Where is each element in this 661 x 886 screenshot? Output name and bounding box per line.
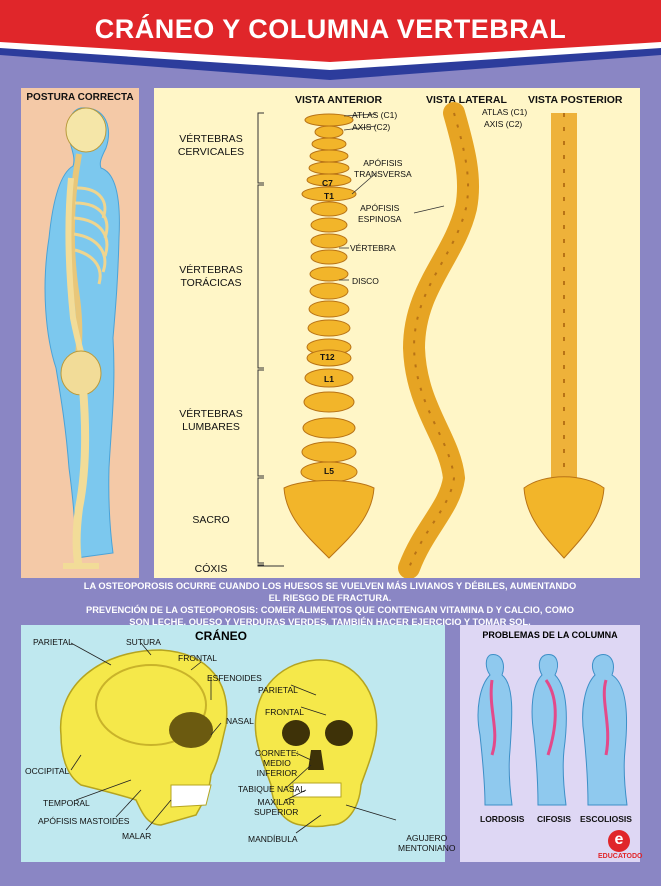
posture-title: POSTURA CORRECTA xyxy=(26,92,134,103)
region-coccyx-label: CÓXIS xyxy=(194,563,228,575)
label-vertebra: VÉRTEBRA xyxy=(350,243,396,253)
tag-t12: T12 xyxy=(320,352,335,362)
spine-illustrations xyxy=(257,102,605,578)
view-lateral-title: VISTA LATERAL xyxy=(426,94,507,106)
label-disco: DISCO xyxy=(352,276,379,286)
skull-title: CRÁNEO xyxy=(195,629,248,643)
problem-escoliosis: ESCOLIOSIS xyxy=(580,814,632,824)
info-line: SON LECHE, QUESO Y VERDURAS VERDES, TAMB… xyxy=(129,617,531,627)
label-occipital: OCCIPITAL xyxy=(25,766,70,776)
problems-title: PROBLEMAS DE LA COLUMNA xyxy=(482,630,618,640)
label-atlas-lateral: ATLAS (C1) xyxy=(482,107,528,117)
label-axis: AXIS (C2) xyxy=(352,122,391,132)
header-banner xyxy=(0,0,661,80)
tag-l5: L5 xyxy=(324,466,334,476)
region-sacrum-label: SACRO xyxy=(192,514,230,526)
osteoporosis-info: LA OSTEOPOROSIS OCURRE CUANDO LOS HUESOS… xyxy=(20,580,640,628)
problem-lordosis: LORDOSIS xyxy=(480,814,525,824)
problem-cifosis: CIFOSIS xyxy=(537,814,572,824)
view-posterior-title: VISTA POSTERIOR xyxy=(528,94,623,106)
label-maxilar-superior: MAXILAR SUPERIOR xyxy=(254,797,299,817)
spine-problems-figures xyxy=(477,654,628,806)
region-lumbar-label: VÉRTEBRAS LUMBARES xyxy=(179,408,243,433)
skull-illustrations xyxy=(59,642,397,834)
tag-c7: C7 xyxy=(322,178,333,188)
page-title: CRÁNEO Y COLUMNA VERTEBRAL xyxy=(94,14,567,44)
label-apofisis-mastoides: APÓFISIS MASTOIDES xyxy=(38,816,130,826)
label-mandibula: MANDÍBULA xyxy=(248,834,298,844)
region-thoracic-label: VÉRTEBRAS TORÁCICAS xyxy=(179,264,243,289)
brand-name: EDUCATODO xyxy=(598,853,643,860)
label-frontal: FRONTAL xyxy=(178,653,218,663)
label-apofisis-espinosa: APÓFISIS ESPINOSA xyxy=(358,203,402,224)
label-parietal: PARIETAL xyxy=(33,637,73,647)
label-cornete: CORNETE: MEDIO INFERIOR xyxy=(255,748,299,778)
info-line: EL RIESGO DE FRACTURA. xyxy=(268,593,392,603)
label-frontal-front: FRONTAL xyxy=(265,707,305,717)
label-atlas: ATLAS (C1) xyxy=(352,110,398,120)
label-tabique-nasal: TABIQUE NASAL xyxy=(238,784,305,794)
label-agujero-mentoniano: AGUJERO MENTONIANO xyxy=(398,833,456,853)
label-axis-lateral: AXIS (C2) xyxy=(484,119,523,129)
region-cervical-label: VÉRTEBRAS CERVICALES xyxy=(177,133,245,158)
tag-t1: T1 xyxy=(324,191,334,201)
info-line: LA OSTEOPOROSIS OCURRE CUANDO LOS HUESOS… xyxy=(83,581,577,591)
brand-logo-icon: e xyxy=(608,830,630,852)
label-esfenoides: ESFENOIDES xyxy=(207,673,262,683)
label-sutura: SUTURA xyxy=(126,637,161,647)
tag-l1: L1 xyxy=(324,374,334,384)
info-line: PREVENCIÓN DE LA OSTEOPOROSIS: COMER ALI… xyxy=(86,605,574,615)
view-anterior-title: VISTA ANTERIOR xyxy=(295,94,383,106)
label-malar: MALAR xyxy=(122,831,152,841)
skeleton-figure-illustration xyxy=(44,107,120,569)
label-apofisis-transversa: APÓFISIS TRANSVERSA xyxy=(354,158,412,179)
label-temporal: TEMPORAL xyxy=(43,798,90,808)
label-nasal: NASAL xyxy=(226,716,254,726)
label-parietal-front: PARIETAL xyxy=(258,685,298,695)
